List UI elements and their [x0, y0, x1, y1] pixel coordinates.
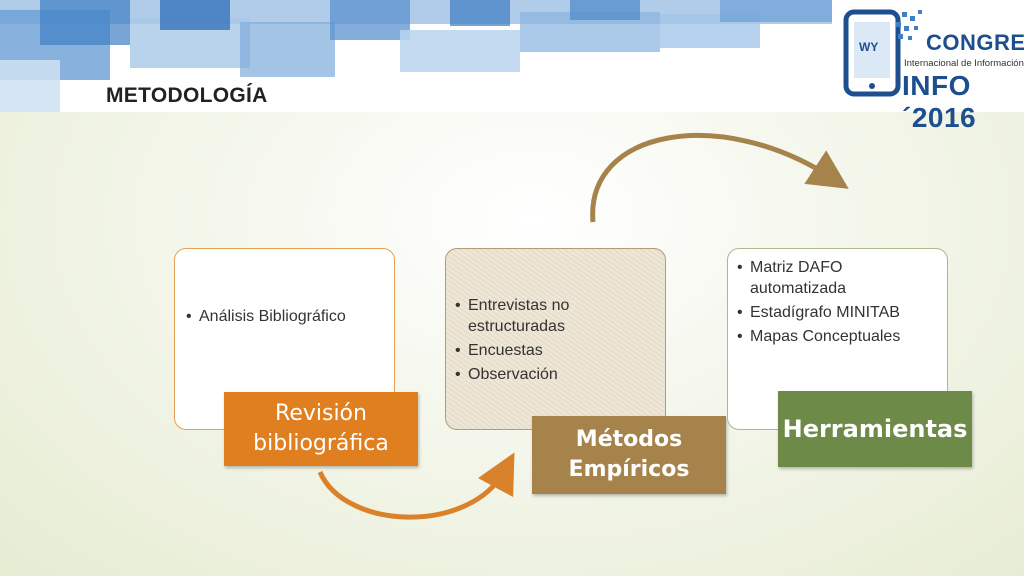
stage-card-empiricos: Entrevistas no estructuradas Encuestas O… — [445, 248, 666, 430]
logo-subtitle: Internacional de Información — [904, 58, 1024, 69]
header-band — [0, 0, 832, 112]
stage-item: Estadígrafo MINITAB — [734, 302, 939, 323]
header-tile — [570, 0, 640, 20]
stage-label-empiricos: Métodos Empíricos — [532, 416, 726, 494]
congress-logo: WY — [832, 0, 1024, 112]
header-tile — [40, 0, 130, 45]
stage-item: Mapas Conceptuales — [734, 326, 939, 347]
logo-event: INFO´2016 — [902, 70, 977, 133]
stage-item: Observación — [452, 364, 657, 385]
stage-item-list: Matriz DAFO automatizada Estadígrafo MIN… — [734, 257, 939, 347]
stage-item: Entrevistas no estructuradas — [452, 295, 657, 337]
header-tile — [450, 0, 510, 26]
stage-item-list: Entrevistas no estructuradas Encuestas O… — [452, 295, 657, 385]
logo-title: CONGRESO — [926, 30, 1024, 55]
stage-item: Análisis Bibliográfico — [183, 306, 388, 327]
arrow-revision-to-empiricos — [317, 452, 515, 520]
stage-item: Matriz DAFO automatizada — [734, 257, 939, 299]
stage-item: Encuestas — [452, 340, 657, 361]
tablet-icon — [843, 9, 922, 97]
stage-label-herramientas: Herramientas — [778, 391, 972, 467]
header-tile — [330, 0, 410, 40]
header-tile — [160, 0, 230, 30]
logo-badge: WY — [859, 40, 879, 54]
arrow-empiricos-to-herramientas — [590, 132, 849, 223]
header-tile — [240, 22, 335, 77]
header-tile — [720, 0, 832, 22]
header-tile — [0, 60, 60, 112]
stage-label-revision: Revisión bibliográfica — [224, 392, 418, 466]
header-tile — [400, 30, 520, 72]
page-title: METODOLOGÍA — [106, 84, 268, 107]
stage-item-list: Análisis Bibliográfico — [183, 306, 388, 327]
